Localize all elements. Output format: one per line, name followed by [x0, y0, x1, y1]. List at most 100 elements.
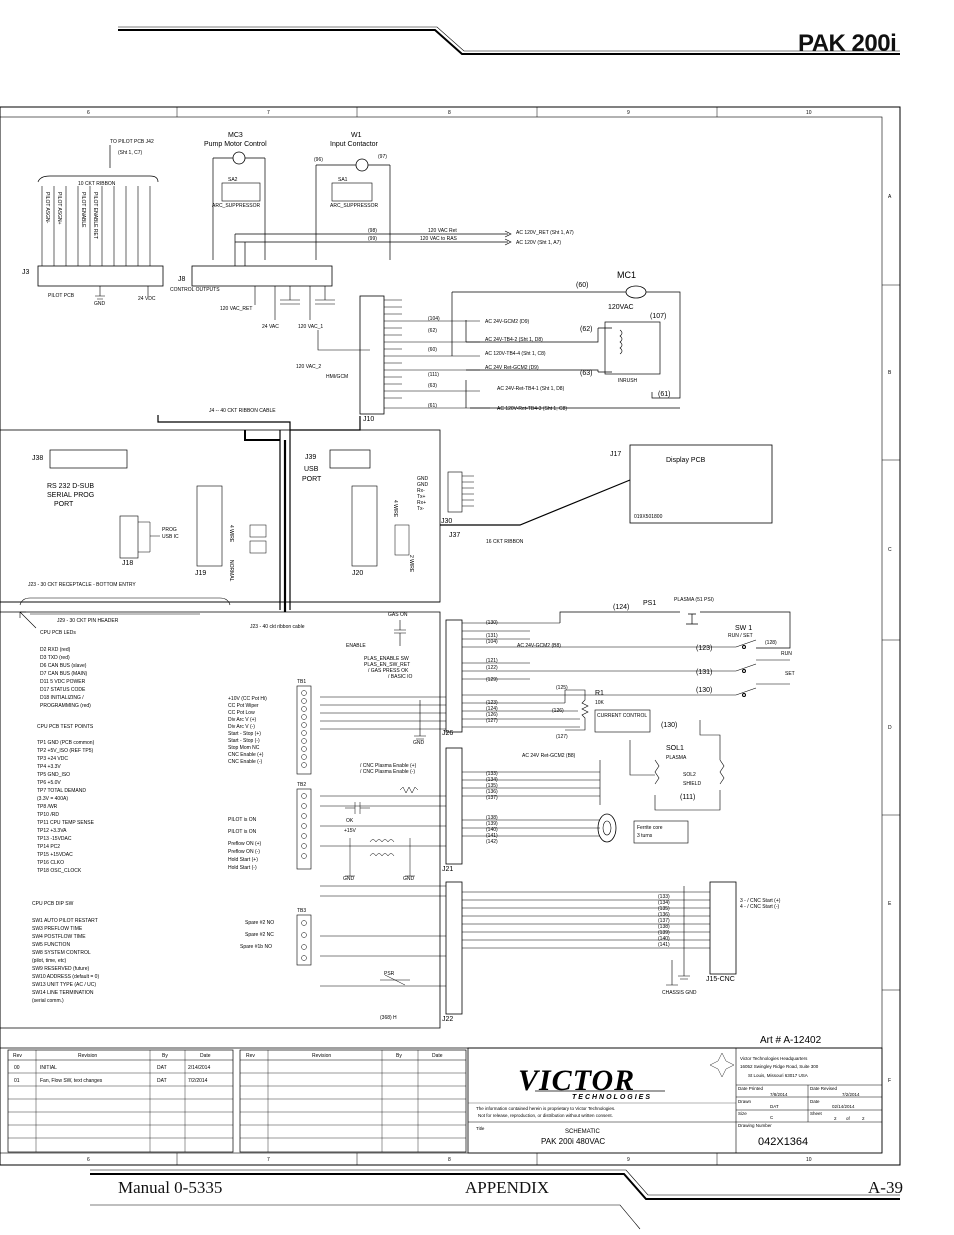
j26-side: ENABLE [346, 643, 366, 649]
sol1-label: SOL1 [666, 745, 684, 752]
tp-item: TP12 +3.3VA [37, 828, 67, 834]
tp-item: TP7 TOTAL DEMAND [37, 788, 86, 794]
j23-receptacle: J23 - 30 CKT RECEPTACLE - BOTTOM ENTRY [28, 582, 136, 588]
wire-num: (96) [314, 157, 323, 163]
j30-pin: Rx+ [417, 500, 426, 506]
wire-num: (98) [368, 228, 377, 234]
mc3-label: MC3 [228, 132, 243, 139]
sw1-wire: (128) [765, 640, 777, 646]
conn-j3: J3 [22, 269, 30, 276]
sol2-label: SOL2 [683, 772, 696, 778]
j26-wire: (130) [486, 620, 498, 626]
tp-item: TP16 CLKO [37, 860, 64, 866]
r1-wire: (127) [556, 734, 568, 740]
tb-field-value: 02/14/2014 [832, 1104, 855, 1109]
mc1-wire: (62) [580, 326, 592, 333]
notice-line: Not for release, reproduction, or distri… [478, 1113, 613, 1118]
tp-item: TP3 +24 VDC [37, 756, 68, 762]
tb1-signal: CC Pot Wiper [228, 703, 259, 709]
led-item: D18 INITIALIZING / [40, 695, 84, 701]
j26-wire: (121) [486, 658, 498, 664]
ac24-gcm: AC 24V-GCM2 (B8) [517, 643, 561, 649]
dip-item: (pilot, time, etc) [32, 958, 67, 964]
dip-item: SW9 RESERVED (future) [32, 966, 89, 972]
display-code: 019X501800 [634, 514, 663, 520]
j8-label: 24 VAC [262, 324, 279, 330]
led-item: D2 RXD (red) [40, 647, 71, 653]
tp-item: TP13 -15VDAC [37, 836, 72, 842]
w1-desc: Input Contactor [330, 141, 379, 148]
tp-item: TP8 /WR [37, 804, 58, 810]
sa-label: SA2 [228, 177, 238, 183]
tb3-signal: Spare #1b NO [240, 944, 272, 950]
tb-field-label: Drawn [738, 1099, 752, 1104]
sa-label: SA1 [338, 177, 348, 183]
rev-cell: DAT [157, 1078, 167, 1084]
tp-item: TP14 PC2 [37, 844, 60, 850]
tb-field-value: 2 [834, 1116, 837, 1121]
j21-wire: (138) [486, 815, 498, 821]
j10-net: (104) [428, 316, 440, 322]
wire-label: 4 WIRE [392, 500, 398, 518]
tb-label: TB2 [297, 782, 306, 788]
wire-num: (99) [368, 236, 377, 242]
j10-net: AC 120V-TB4-4 (Sht 1, C8) [485, 351, 546, 357]
title-line: PAK 200i 480VAC [541, 1137, 605, 1146]
tb-field-value: 7/8/2014 [770, 1092, 788, 1097]
header-rule [118, 26, 900, 55]
rev-cell: 7/2/2014 [188, 1078, 208, 1084]
cnc-start: 4 - / CNC Start (-) [740, 904, 780, 910]
j22-side: (368) H [380, 1015, 397, 1021]
tb2-signal: Preflow ON (+) [228, 841, 262, 847]
tb1-signal: Start - Stop (-) [228, 738, 260, 744]
row-label: C [888, 547, 892, 553]
led-item: D3 TXD (red) [40, 655, 70, 661]
pilot-ref: (Sht 1, C7) [118, 150, 143, 156]
leds-title: CPU PCB LEDs [40, 630, 76, 636]
j8-label: 120 VAC_RET [220, 306, 252, 312]
tb1-signal: +10V (CC Pot Hi) [228, 696, 267, 702]
j15-wire: (139) [658, 930, 670, 936]
ac24-ret: AC 24V Ret-GCM2 (B8) [522, 753, 576, 759]
j30-pin: Tx+ [417, 494, 426, 500]
r1-desc: CURRENT CONTROL [597, 713, 647, 719]
led-item: D6 CAN BUS (slave) [40, 663, 87, 669]
rev-cell: Fan, Flow SW, text changes [40, 1078, 103, 1084]
col-label: 9 [627, 1157, 630, 1163]
row-label: E [888, 901, 892, 907]
j26-side: PLAS_ENABLE SW [364, 656, 409, 662]
j26-wire: (122) [486, 665, 498, 671]
sw1-desc: RUN / SET [728, 633, 753, 639]
j10-net: AC 24V-Ret-TB4-1 (Sht 1, D8) [497, 386, 565, 392]
led-item: D11 5 VDC POWER [40, 679, 86, 685]
rev2-header: Date [432, 1053, 443, 1059]
rev-cell: 00 [14, 1065, 20, 1071]
j3-label: 24 VDC [138, 296, 156, 302]
j26-wire: (123) [486, 700, 498, 706]
conn-j39: J39 [305, 454, 316, 461]
col-label: 9 [627, 110, 630, 116]
j21-wire: (133) [486, 771, 498, 777]
conn-j10: J10 [363, 416, 374, 423]
hq-line: 16052 Swingley Ridge Road, Suite 300 [740, 1064, 819, 1069]
j10-net: (111) [428, 372, 439, 378]
grid-column-labels: 6 7 8 9 10 6 7 8 9 10 [87, 110, 812, 1163]
pilot-signal: PILOT ASGN- [44, 192, 50, 224]
r1-label: R1 [595, 690, 604, 697]
conn-j26: J26 [442, 730, 453, 737]
tp-title: CPU PCB TEST POINTS [37, 724, 94, 730]
j15-wire: (133) [658, 894, 670, 900]
tb2-signal: PILOT is ON [228, 829, 257, 835]
w1-label: W1 [351, 132, 362, 139]
col-label: 7 [267, 110, 270, 116]
inrush-label: INRUSH [618, 378, 638, 384]
tb2-signal: Preflow ON (-) [228, 849, 260, 855]
vac-line: 120 VAC Ret [428, 228, 457, 234]
dip-item: SW13 UNIT TYPE (AC / UC) [32, 982, 96, 988]
dip-item: SW8 SYSTEM CONTROL [32, 950, 91, 956]
conn-j19: J19 [195, 570, 206, 577]
j26-side: PLAS_EN_SW_RET [364, 662, 410, 668]
row-label: B [888, 370, 892, 376]
